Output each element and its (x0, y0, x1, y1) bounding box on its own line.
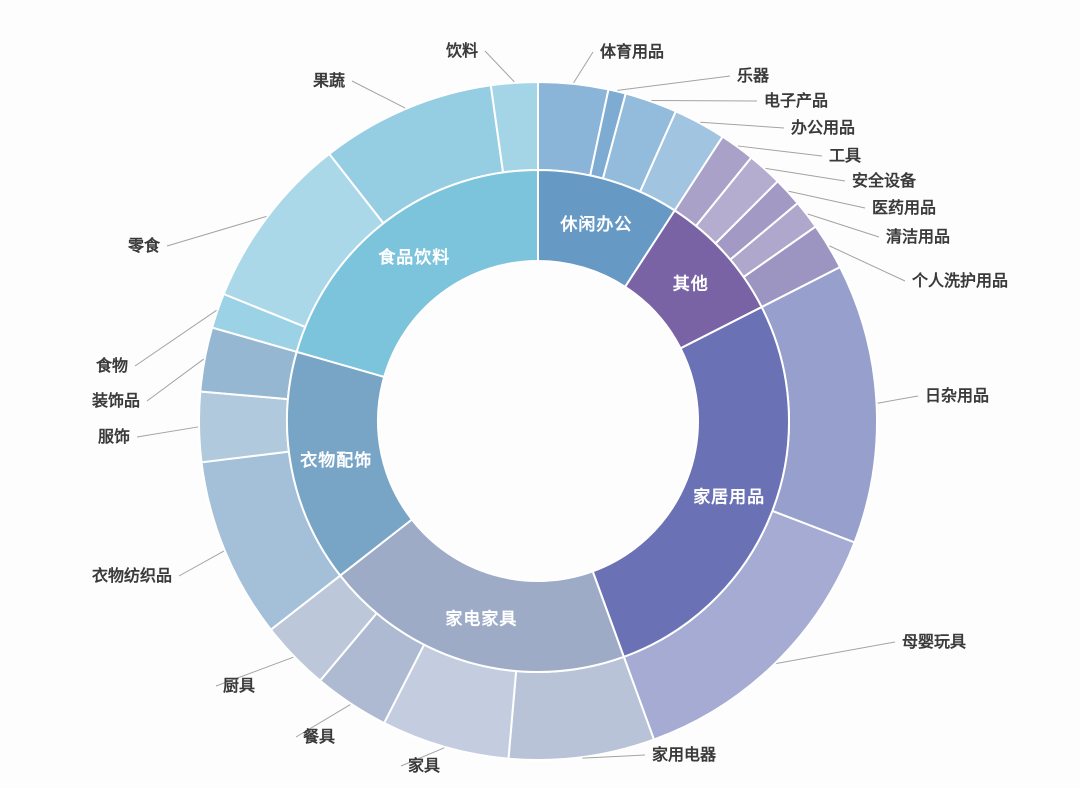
inner-label: 衣物配饰 (300, 450, 372, 470)
outer-label: 日杂用品 (925, 386, 989, 405)
outer-label: 家用电器 (652, 745, 717, 764)
leader-line (807, 213, 880, 238)
outer-label: 医药用品 (872, 198, 936, 217)
outer-label: 装饰品 (91, 391, 140, 410)
outer-label: 饮料 (445, 41, 478, 60)
outer-label: 厨具 (223, 677, 255, 695)
outer-label: 服饰 (98, 427, 130, 446)
leader-line (178, 550, 225, 577)
inner-label: 食品饮料 (378, 247, 450, 267)
leader-line (829, 245, 906, 282)
leader-line (146, 358, 204, 402)
outer-label: 工具 (829, 147, 861, 165)
outer-label: 家具 (408, 756, 440, 775)
leader-line (166, 215, 267, 247)
leader-line (136, 426, 199, 438)
leader-line (134, 309, 217, 367)
outer-segment-4-1[interactable] (198, 390, 290, 464)
outer-label: 母婴玩具 (902, 633, 966, 651)
outer-label: 衣物纺织品 (92, 566, 172, 585)
inner-segment-5[interactable] (295, 168, 539, 379)
outer-label: 零食 (127, 236, 161, 255)
inner-label: 家居用品 (693, 486, 765, 506)
outer-label: 个人洗护用品 (911, 271, 1008, 290)
leader-line (400, 747, 445, 767)
leader-line (617, 75, 731, 91)
leader-line (295, 704, 351, 738)
leader-line (351, 80, 406, 109)
leader-lines (134, 50, 919, 767)
outer-ring (198, 80, 878, 761)
inner-label: 家电家具 (445, 609, 517, 629)
outer-label: 乐器 (737, 67, 770, 85)
outer-label: 食物 (95, 356, 128, 375)
outer-label: 体育用品 (600, 42, 664, 61)
inner-label: 其他 (673, 273, 709, 293)
leader-line (582, 754, 646, 759)
leader-line (737, 145, 823, 157)
leader-line (877, 395, 919, 404)
inner-label: 休闲办公 (559, 214, 632, 234)
outer-label: 电子产品 (764, 91, 828, 110)
outer-label: 清洁用品 (886, 227, 950, 246)
leader-line (700, 121, 785, 129)
inner-segment-2[interactable] (591, 305, 790, 659)
inner-ring (286, 168, 790, 673)
outer-label: 安全设备 (852, 171, 917, 190)
outer-label: 办公用品 (791, 118, 855, 137)
leader-line (573, 51, 594, 84)
leader-line (484, 50, 515, 83)
leader-line (215, 656, 294, 687)
leader-line (788, 190, 866, 209)
leader-line (765, 167, 846, 182)
outer-label: 餐具 (302, 727, 335, 746)
leader-line (776, 641, 896, 664)
outer-label: 果蔬 (312, 71, 345, 90)
